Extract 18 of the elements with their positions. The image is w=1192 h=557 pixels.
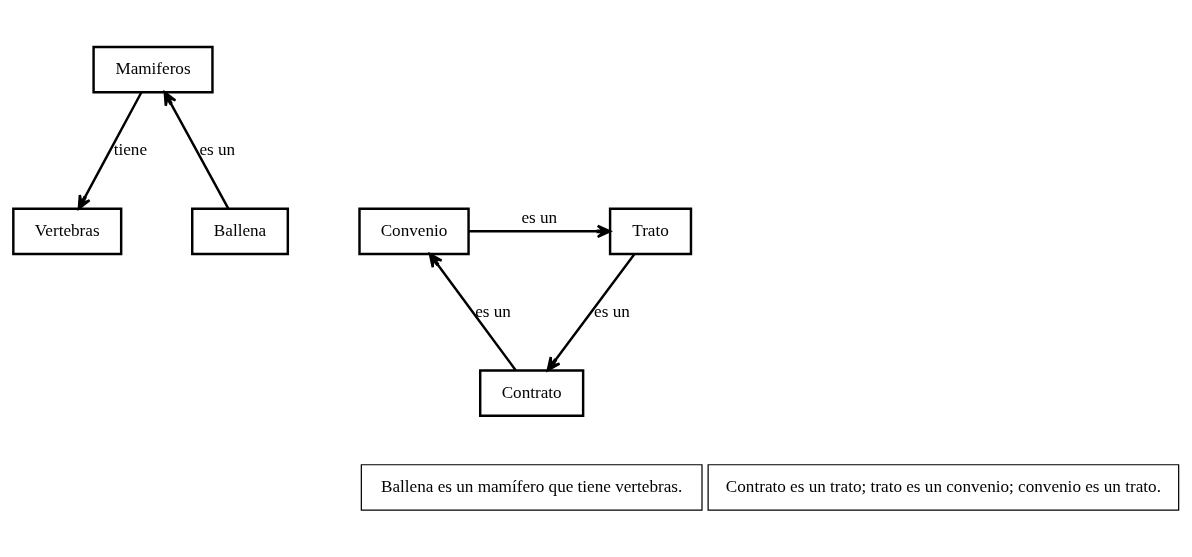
node-box: Convenio (358, 207, 470, 256)
edge-label: es un (521, 207, 558, 227)
edge-label: es un (199, 139, 236, 159)
arrow (546, 253, 636, 372)
node-box: Ballena es un mamífero que tiene vertebras. (360, 464, 703, 511)
edge-label: tiene (113, 139, 148, 159)
arrow (163, 91, 230, 210)
node-box: Trato (608, 207, 693, 256)
node-box: Vertebras (12, 207, 123, 256)
edge-label: es un (475, 301, 511, 321)
node-box: Ballena (191, 207, 290, 256)
node-box: Contrato es un trato; trato es un convenio; convenio es un trato. (707, 464, 1180, 511)
node-box: Contrato (478, 369, 585, 417)
edge-label: es un (594, 301, 630, 321)
arrow (428, 252, 517, 371)
node-box: Mamiferos (92, 45, 214, 94)
arrow (468, 224, 612, 239)
arrow (77, 91, 143, 210)
